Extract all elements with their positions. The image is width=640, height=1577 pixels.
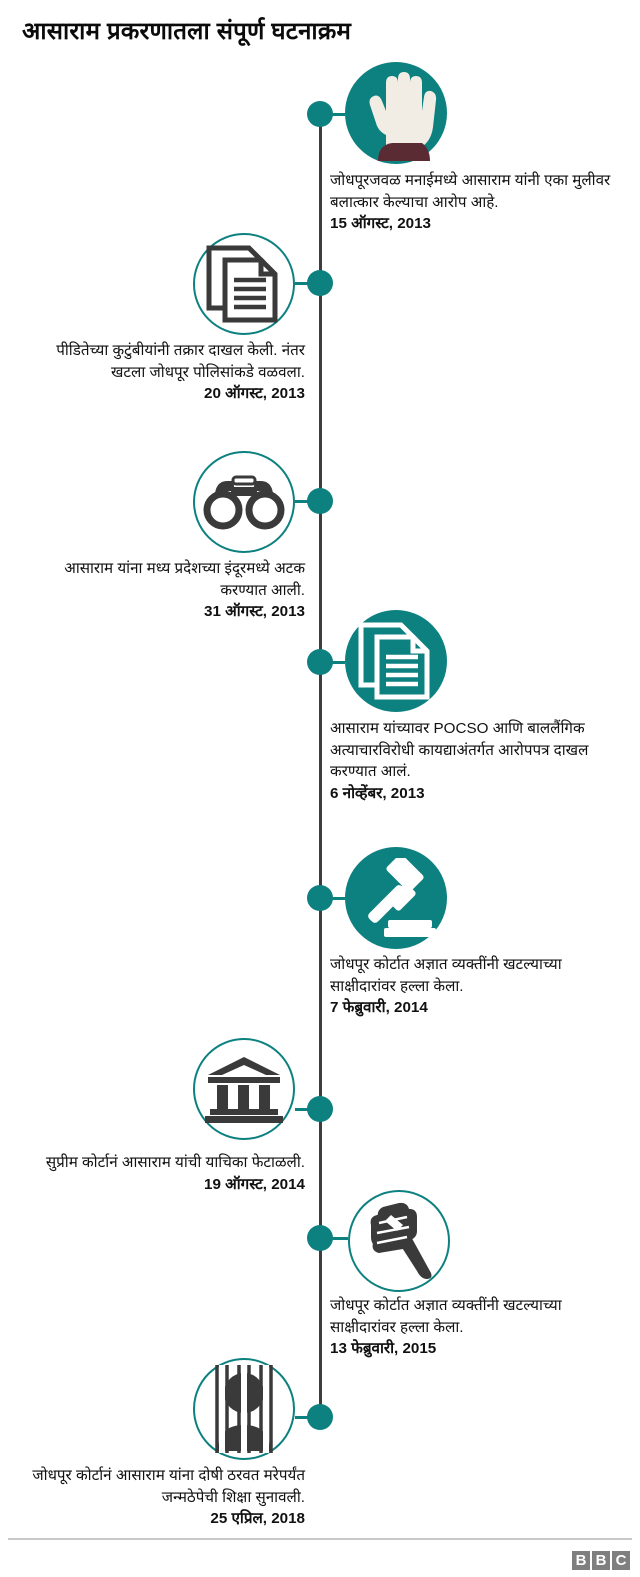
event-date: 6 नोव्हेंबर, 2013 [330,784,425,802]
timeline-node-dot[interactable] [307,488,333,514]
timeline-event: आसाराम यांना मध्य प्रदेशच्या इंदूरमध्ये … [30,558,305,623]
timeline-event: सुप्रीम कोर्टानं आसाराम यांची याचिका फेट… [30,1152,305,1195]
timeline-event: जोधपूर कोर्टात अज्ञात व्यक्तींनी खटल्याच… [330,954,620,1019]
event-date: 15 ऑगस्ट, 2013 [330,215,431,232]
event-date: 31 ऑगस्ट, 2013 [204,603,305,620]
fist-knife-icon [348,1190,450,1292]
raised-hand-icon [345,62,447,164]
event-description: जोधपूरजवळ मनाईमध्ये आसाराम यांनी एका मुल… [330,172,611,211]
event-date: 7 फेब्रुवारी, 2014 [330,999,428,1016]
gavel-icon [345,847,447,949]
timeline-node-dot[interactable] [307,270,333,296]
timeline-node-dot[interactable] [307,649,333,675]
bbc-logo-letter-2: B [592,1551,610,1570]
event-date: 25 एप्रिल, 2018 [210,1510,305,1527]
footer-divider [8,1538,632,1540]
documents-icon [193,233,295,335]
event-date: 13 फेब्रुवारी, 2015 [330,1340,437,1357]
event-description: जोधपूर कोर्टानं आसाराम यांना दोषी ठरवत म… [32,1467,305,1506]
event-description: जोधपूर कोर्टात अज्ञात व्यक्तींनी खटल्याच… [330,1297,562,1336]
timeline-node-dot[interactable] [307,1096,333,1122]
event-description: पीडितेच्या कुटुंबीयांनी तक्रार दाखल केली… [56,342,305,381]
event-description: सुप्रीम कोर्टानं आसाराम यांची याचिका फेट… [45,1154,305,1171]
timeline-node-dot[interactable] [307,1404,333,1430]
timeline-event: आसाराम यांच्यावर POCSO आणि बाललैंगिक अत्… [330,718,620,804]
event-date: 19 ऑगस्ट, 2014 [204,1175,305,1193]
event-date: 20 ऑगस्ट, 2013 [204,385,305,402]
handcuffs-icon [193,451,295,553]
timeline-connector [320,1237,348,1240]
event-description: आसाराम यांना मध्य प्रदेशच्या इंदूरमध्ये … [64,560,305,599]
timeline-event: जोधपूर कोर्टात अज्ञात व्यक्तींनी खटल्याच… [330,1295,620,1360]
bbc-logo: B B C [572,1551,630,1570]
timeline-event: पीडितेच्या कुटुंबीयांनी तक्रार दाखल केली… [30,340,305,405]
event-description: जोधपूर कोर्टात अज्ञात व्यक्तींनी खटल्याच… [330,956,562,995]
timeline-node-dot[interactable] [307,101,333,127]
timeline-event: जोधपूर कोर्टानं आसाराम यांना दोषी ठरवत म… [16,1465,305,1530]
prison-bars-icon [193,1358,295,1460]
documents-icon [345,610,447,712]
timeline-event: जोधपूरजवळ मनाईमध्ये आसाराम यांनी एका मुल… [330,170,615,235]
page-title: आसाराम प्रकरणातला संपूर्ण घटनाक्रम [22,18,352,45]
courthouse-icon [193,1038,295,1140]
event-description: आसाराम यांच्यावर POCSO आणि बाललैंगिक अत्… [330,720,589,780]
timeline-node-dot[interactable] [307,1225,333,1251]
timeline-node-dot[interactable] [307,885,333,911]
bbc-logo-letter-3: C [612,1551,630,1570]
bbc-logo-letter-1: B [572,1551,590,1570]
timeline-spine [319,114,322,1414]
